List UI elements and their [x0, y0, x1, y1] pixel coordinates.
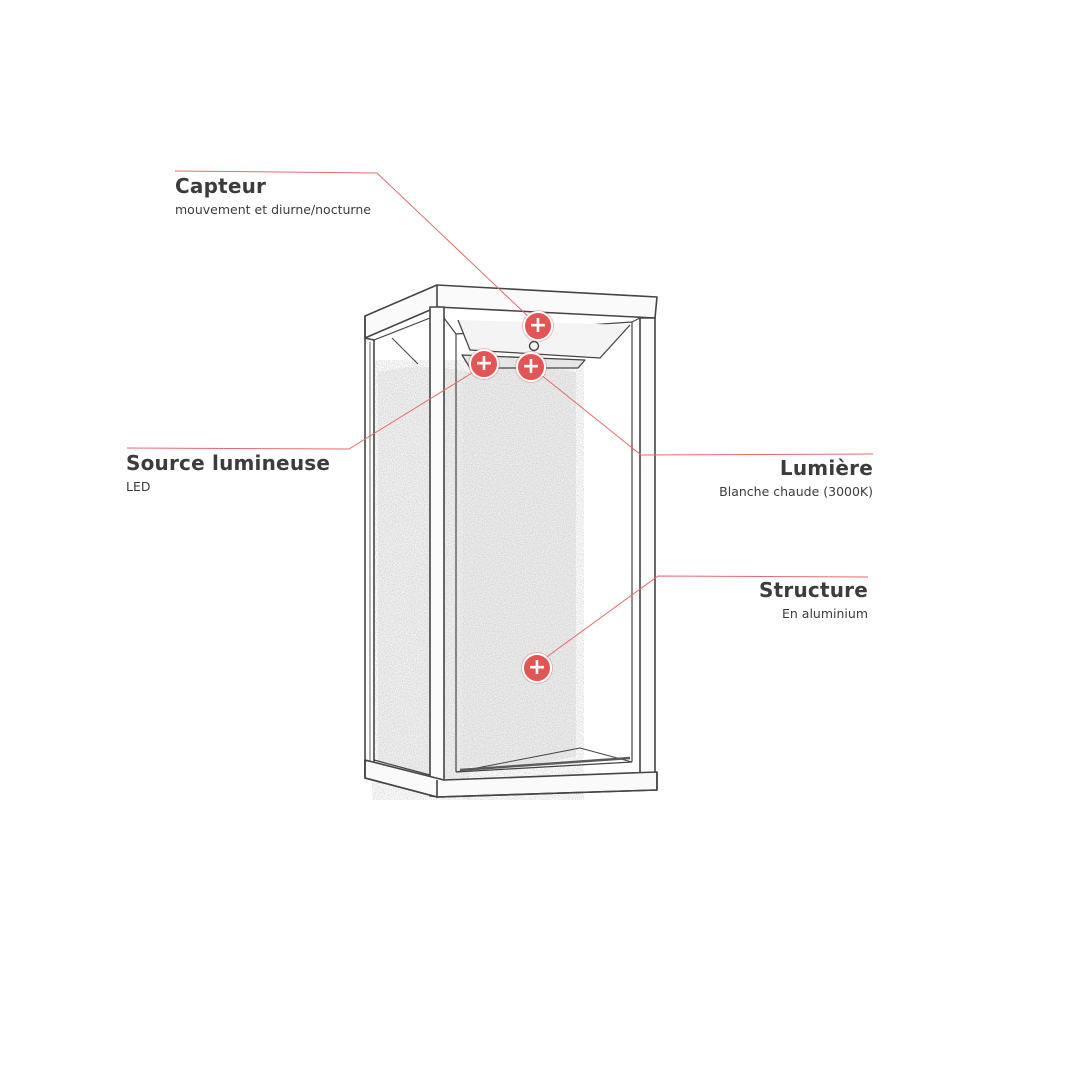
lamp-drawing	[364, 284, 658, 800]
sensor-ring	[528, 340, 540, 352]
callout-lumiere: Lumière Blanche chaude (3000K)	[719, 457, 873, 499]
callout-title: Source lumineuse	[126, 451, 331, 475]
leader-line-capteur	[174, 170, 535, 323]
left-post	[364, 337, 375, 781]
callout-subtitle: Blanche chaude (3000K)	[719, 484, 873, 499]
leader-line-source	[126, 367, 481, 450]
diffuser-cylinder	[372, 360, 584, 800]
hotspot-structure-plus-icon[interactable]: +	[522, 653, 552, 683]
front-left-post	[429, 306, 445, 798]
leader-line-lumiere	[534, 369, 874, 456]
front-right-post	[639, 317, 656, 791]
callout-title: Capteur	[175, 174, 267, 198]
leader-lines	[126, 170, 874, 665]
callout-source-lumineuse: Source lumineuse LED	[126, 452, 330, 494]
hotspot-source-lumineuse-plus-icon[interactable]: +	[469, 349, 499, 379]
callout-title: Lumière	[779, 456, 873, 480]
callout-subtitle: mouvement et diurne/nocturne	[175, 202, 371, 217]
leader-line-structure	[536, 575, 869, 665]
callout-subtitle: LED	[126, 479, 151, 494]
callout-subtitle: En aluminium	[782, 606, 868, 621]
hotspot-lumiere-plus-icon[interactable]: +	[516, 352, 546, 382]
callout-title: Structure	[759, 578, 868, 602]
callout-structure: Structure En aluminium	[759, 579, 868, 621]
hotspot-capteur-plus-icon[interactable]: +	[523, 311, 553, 341]
callout-capteur: Capteur mouvement et diurne/nocturne	[175, 175, 371, 217]
